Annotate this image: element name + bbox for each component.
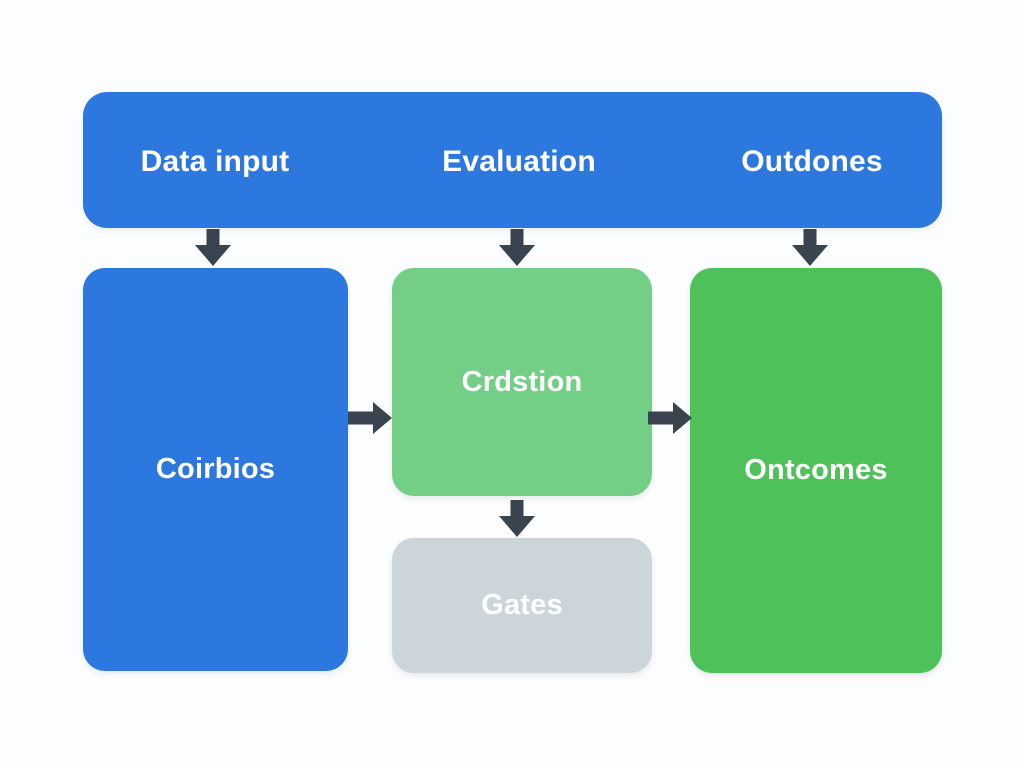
- banner-label-outdones: Outdones: [741, 145, 883, 179]
- box-ontcomes: Ontcomes: [690, 268, 942, 673]
- arrow-down-crdstion-to-gates: [499, 500, 535, 537]
- banner-label-data-input: Data input: [140, 145, 290, 179]
- box-crdstion-label: Crdstion: [461, 365, 583, 398]
- arrow-down-evaluation-to-crdstion: [499, 229, 535, 266]
- box-crdstion: Crdstion: [392, 268, 652, 496]
- box-ontcomes-label: Ontcomes: [744, 454, 888, 486]
- arrow-right-crdstion-to-ontcomes: [648, 400, 692, 436]
- box-gates: Gates: [392, 538, 652, 673]
- arrow-right-coirbios-to-crdstion: [348, 400, 392, 436]
- banner-label-evaluation: Evaluation: [442, 145, 596, 179]
- arrow-down-outdones-to-ontcomes: [792, 229, 828, 266]
- box-coirbios: Coirbios: [83, 268, 348, 671]
- arrow-down-data-input-to-coirbios: [195, 229, 231, 266]
- box-gates-label: Gates: [481, 589, 563, 621]
- header-bar: Data input Evaluation Outdones: [83, 92, 942, 228]
- box-coirbios-label: Coirbios: [155, 453, 276, 485]
